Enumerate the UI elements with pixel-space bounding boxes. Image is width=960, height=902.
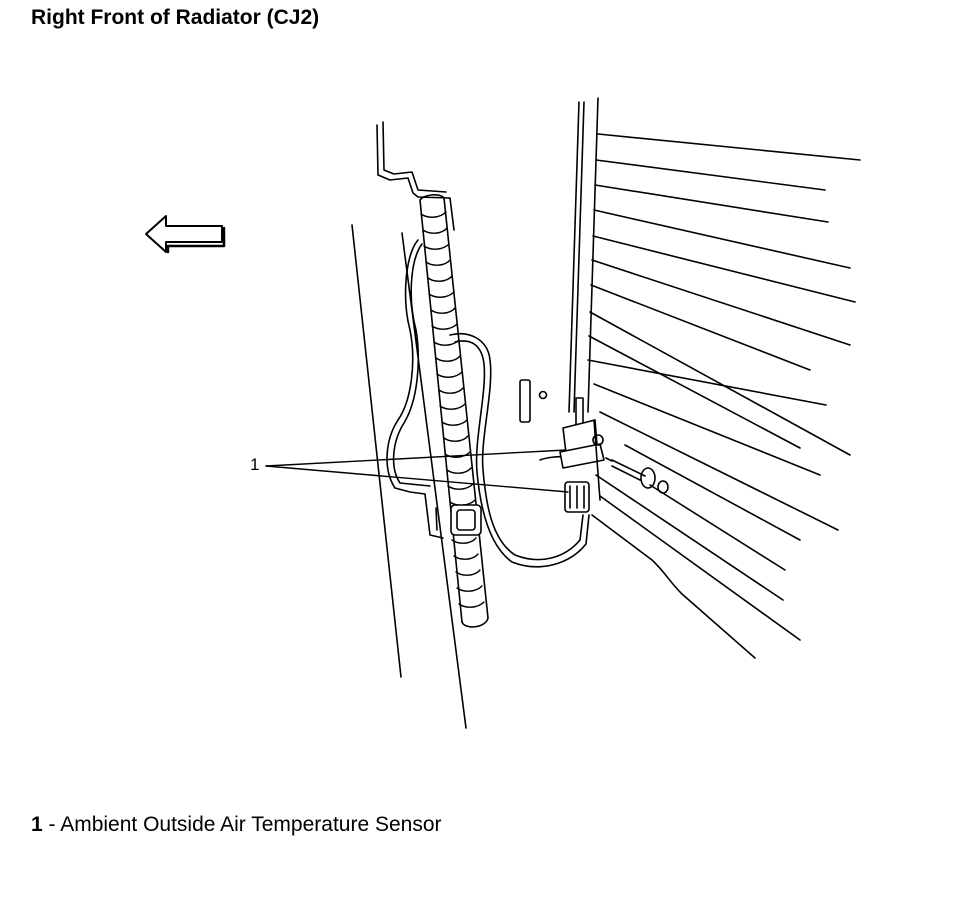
radiator-side-tank <box>568 97 601 501</box>
mounting-bracket <box>376 121 455 539</box>
diagram-title: Right Front of Radiator (CJ2) <box>31 6 320 29</box>
body-panel-lines <box>351 224 467 729</box>
legend-entry: 1 - Ambient Outside Air Temperature Sens… <box>31 813 442 837</box>
callout-number: 1 <box>250 455 260 474</box>
callout-leader-lines <box>265 449 569 493</box>
corrugated-hose <box>419 194 489 628</box>
temperature-sensor <box>519 379 605 469</box>
legend-number: 1 <box>31 813 43 836</box>
legend-text: Ambient Outside Air Temperature Sensor <box>60 813 442 836</box>
legend-separator: - <box>42 813 61 836</box>
left-arrow-icon <box>145 215 226 254</box>
sensor-connector <box>564 481 590 513</box>
radiator-fins <box>587 133 861 659</box>
